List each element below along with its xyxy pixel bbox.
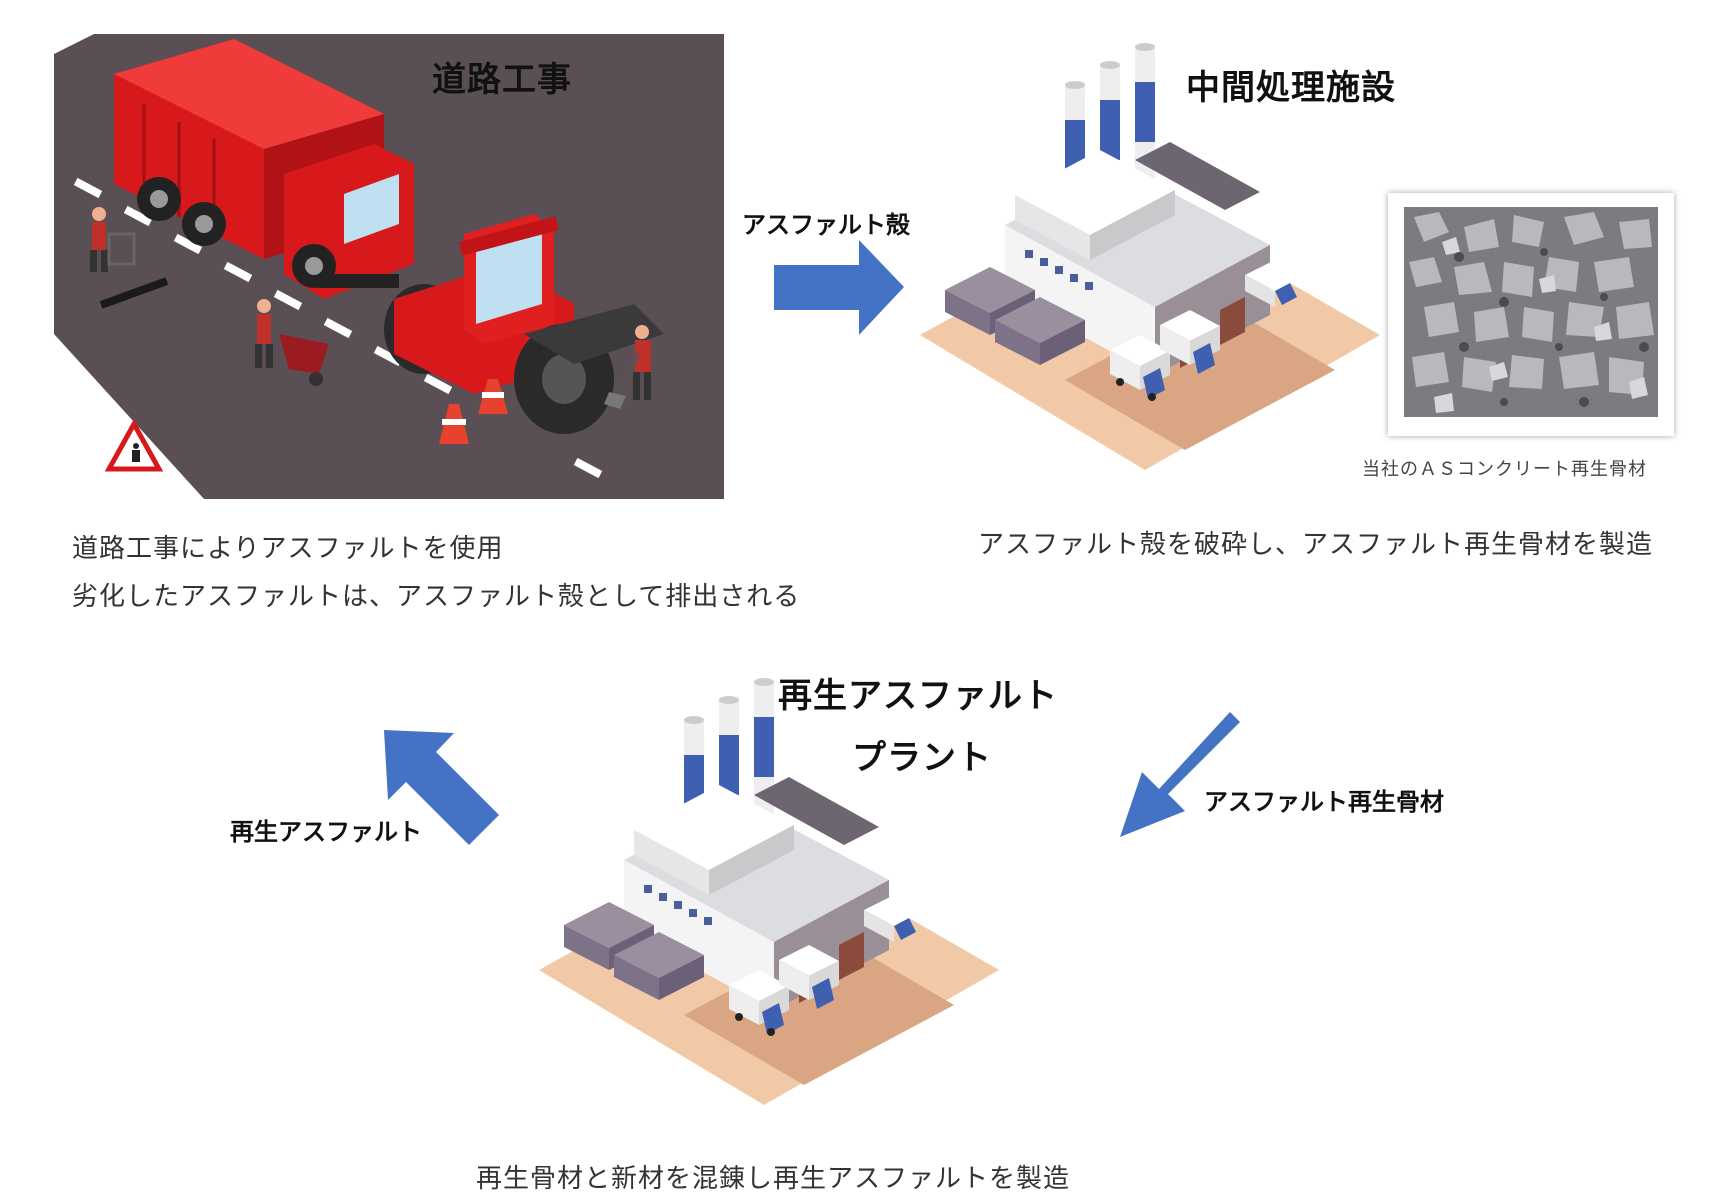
road-work-title: 道路工事 <box>432 60 572 100</box>
arrow-label-asphalt-shell: アスファルト殻 <box>742 211 910 239</box>
trucks <box>1110 260 1305 401</box>
worker-wheelbarrow <box>255 299 329 386</box>
recycled-aggregate-photo <box>1388 193 1674 436</box>
intermediate-facility-illustration <box>920 43 1380 470</box>
arrow-right-icon <box>774 240 904 335</box>
intermediate-facility-title: 中間処理施設 <box>1186 68 1396 108</box>
dump-truck <box>114 39 414 299</box>
road-work-illustration <box>54 34 724 499</box>
recycled-plant-illustration <box>539 678 999 1105</box>
plant-containers <box>564 902 704 1000</box>
lane-markings <box>73 177 603 479</box>
road-work-description-line2: 劣化したアスファルトは、アスファルト殻として排出される <box>72 582 801 612</box>
arrow-label-recycled-asphalt: 再生アスファルト <box>230 818 422 846</box>
containers <box>945 267 1085 365</box>
arrow-up-left-icon <box>384 730 499 845</box>
gravel-texture <box>1404 207 1658 417</box>
traffic-cones <box>439 379 508 444</box>
recycled-plant-title-line1: 再生アスファルト <box>778 676 1058 716</box>
road-work-description-line1: 道路工事によりアスファルトを使用 <box>72 534 504 564</box>
photo-caption: 当社のＡＳコンクリート再生骨材 <box>1362 459 1647 480</box>
arrow-down-left-icon <box>1120 712 1240 837</box>
arrow-label-recycled-aggregate: アスファルト再生骨材 <box>1204 788 1444 816</box>
warning-sign-icon <box>104 418 164 472</box>
plant-trucks <box>729 895 924 1036</box>
recycled-plant-title-line2: プラント <box>852 738 992 778</box>
road-roller <box>384 214 664 434</box>
intermediate-facility-description: アスファルト殻を破砕し、アスファルト再生骨材を製造 <box>978 530 1654 560</box>
worker-shovel <box>604 325 651 409</box>
worker-left <box>90 207 136 272</box>
recycled-plant-description: 再生骨材と新材を混錬し再生アスファルトを製造 <box>476 1164 1071 1194</box>
